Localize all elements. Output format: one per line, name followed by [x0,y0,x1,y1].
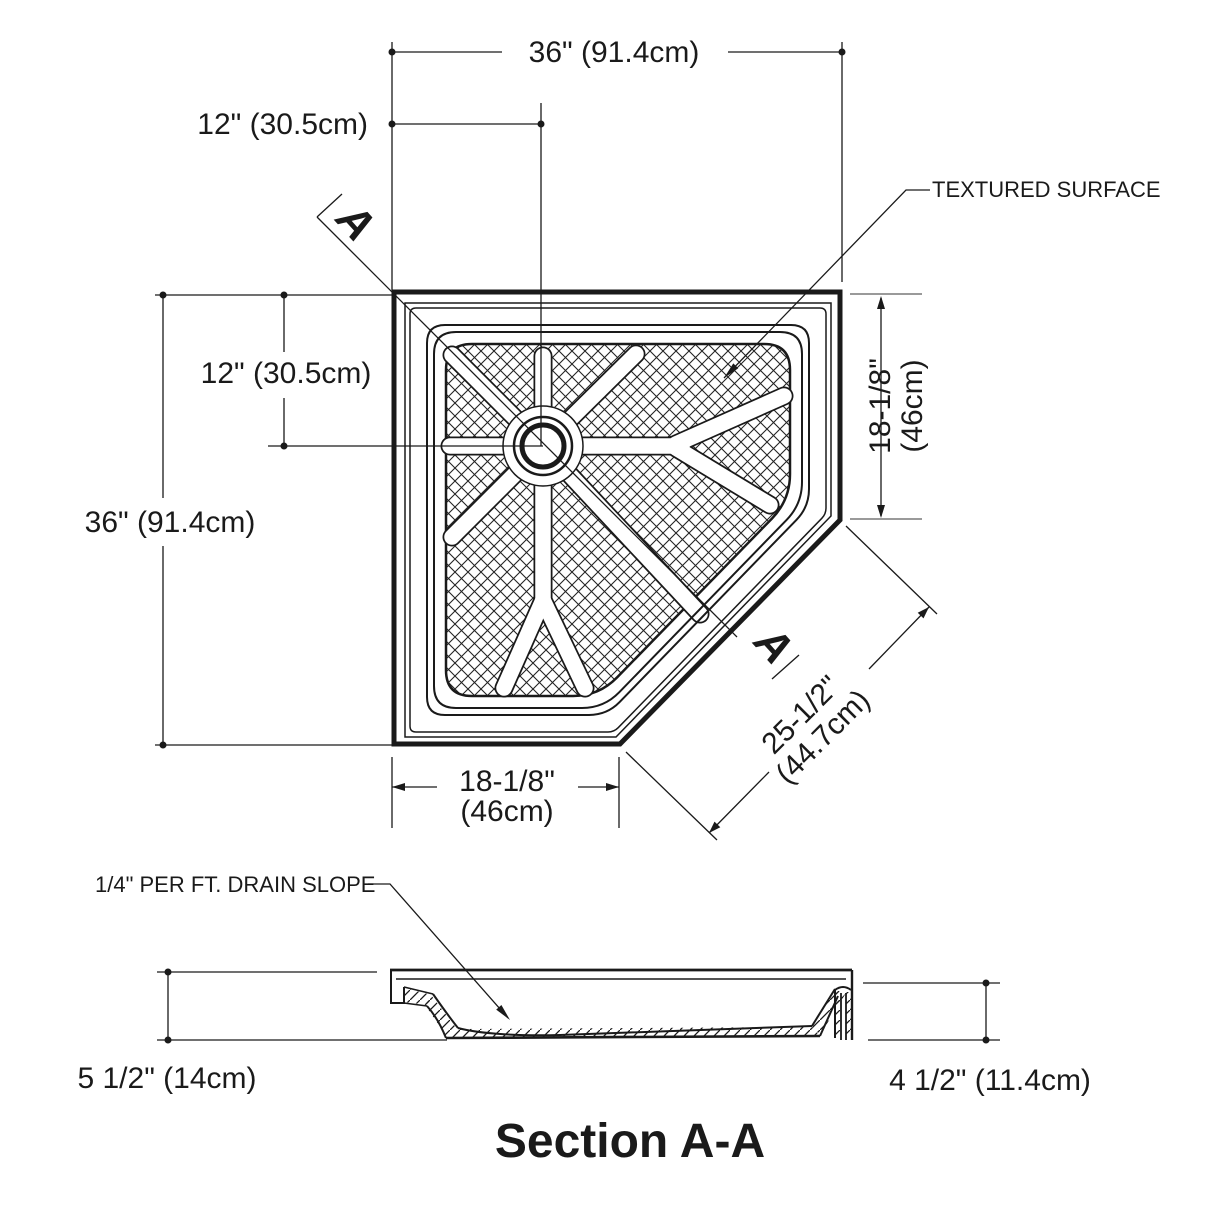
dim-right-side-label-2: (46cm) [896,359,929,452]
textured-surface-label: TEXTURED SURFACE [932,177,1161,202]
well-contour-inner [433,331,803,709]
dim-top-width: 36" (91.4cm) [388,36,846,290]
leader-arrowhead-icon [724,363,739,378]
flange-line-outer [404,302,832,738]
dim-section-left-label: 5 1/2" (14cm) [77,1062,256,1095]
dim-left-height-label: 36" (91.4cm) [85,506,256,539]
section-marker-a-bottom: A [744,616,802,673]
dim-bottom-label-2: (46cm) [460,795,553,828]
plan-outer-edge [391,289,843,747]
dim-section-left: 5 1/2" (14cm) [77,968,447,1095]
drain-slope-callout: 1/4" PER FT. DRAIN SLOPE [95,872,510,1020]
dim-section-right: 4 1/2" (11.4cm) [863,979,1091,1097]
dim-bottom: 18-1/8" (46cm) [391,757,620,828]
section-profile [390,968,854,1040]
textured-surface-callout: TEXTURED SURFACE [723,177,1161,379]
dim-top-offset-label: 12" (30.5cm) [197,108,368,141]
well-contour-outer [426,324,810,716]
flange-line-inner [409,307,827,733]
dim-section-right-label: 4 1/2" (11.4cm) [889,1064,1091,1097]
dim-right-side: 18-1/8" (46cm) [850,293,929,520]
dim-left-height: 36" (91.4cm) [85,291,394,749]
textured-surface-area [440,342,794,698]
dim-left-offset-label: 12" (30.5cm) [201,357,372,390]
dim-top-drain-offset: 12" (30.5cm) [197,108,545,141]
dim-left-drain-offset: 12" (30.5cm) [201,291,372,450]
plan-view: A A TEXTURED SURFACE 36" (91.4cm) 12" (3… [85,36,1161,841]
dim-right-side-label-1: 18-1/8" [864,358,897,454]
section-view: 1/4" PER FT. DRAIN SLOPE 5 1/2" (14cm) 4… [77,872,1090,1168]
section-marker-a-top: A [326,193,384,250]
dim-top-width-label: 36" (91.4cm) [529,36,700,69]
section-title: Section A-A [495,1115,765,1168]
dim-bottom-label-1: 18-1/8" [459,765,555,798]
drain-slope-label: 1/4" PER FT. DRAIN SLOPE [95,872,375,897]
leader-arrowhead-icon [496,1005,510,1020]
